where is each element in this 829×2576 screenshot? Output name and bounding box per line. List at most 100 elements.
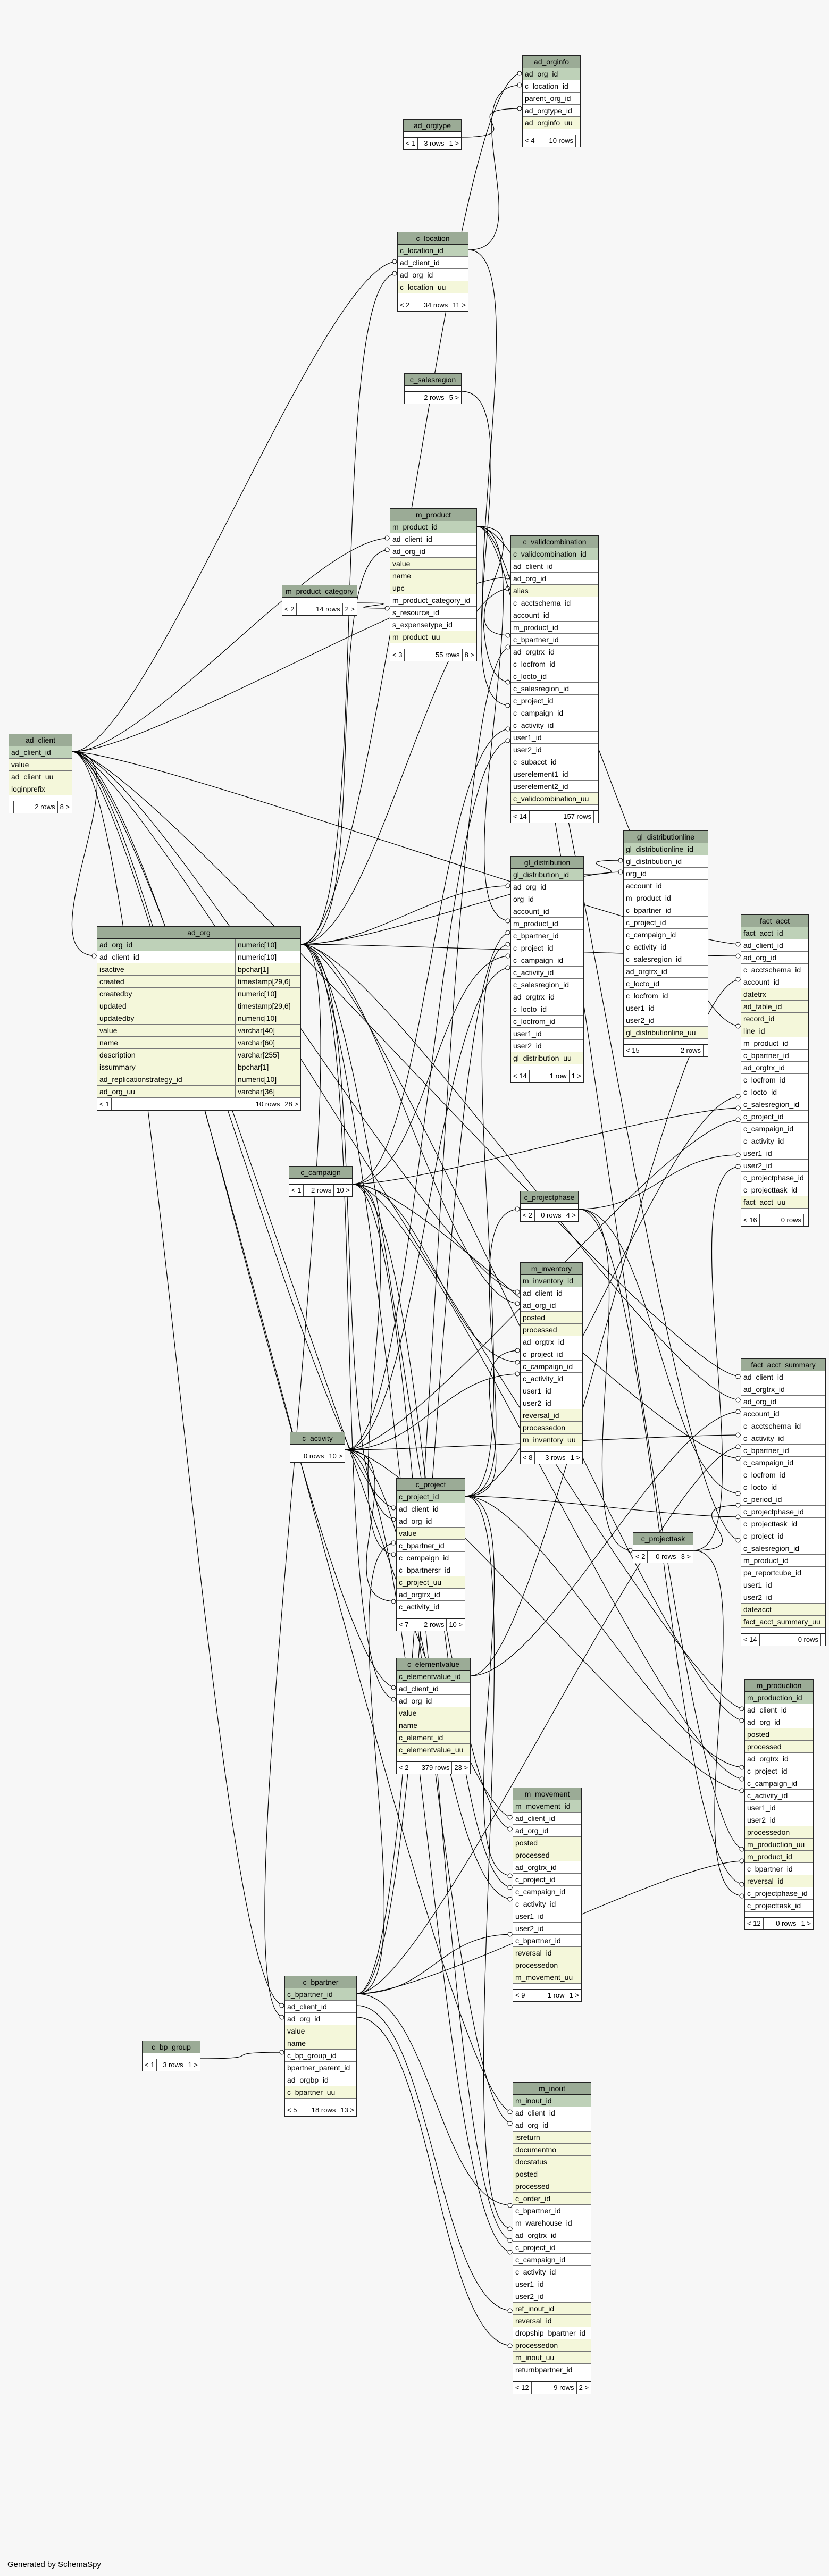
column-c-project-id: c_project_id [511,942,583,954]
column-name: updated [97,1000,236,1012]
relation-end-marker [515,1289,520,1295]
column-name: name [397,1719,470,1732]
table-title: m_inout [513,2083,591,2095]
parents-count: < 5 [285,2104,300,2116]
relation-m-inout-to-c-project [465,1496,513,2229]
relation-fact-acct-summary-to-c-bpartner [356,1446,741,1994]
column-c-campaign-id: c_campaign_id [511,707,598,719]
column-value: value [397,1707,470,1719]
relation-end-marker [515,1301,520,1306]
relation-c-validcombination-to-c-salesregion [461,391,511,706]
column-c-bpartnersr-id: c_bpartnersr_id [397,1564,465,1576]
column-ad-client-id: ad_client_id [511,560,598,573]
parents-count: < 2 [633,1551,648,1563]
column-returnbpartner-id: returnbpartner_id [513,2364,591,2376]
column-alias: alias [511,585,598,597]
row-count: 2 rows [409,392,447,404]
column-name: description [97,1049,236,1061]
column-c-project-id: c_project_id [745,1765,813,1777]
table-title: c_project [397,1479,465,1491]
relation-c-project-to-c-campaign [352,1184,397,1555]
column-type: varchar[255] [238,1051,279,1059]
table-spacer [282,598,357,603]
column-c-bpartner-id: c_bpartner_id [397,1540,465,1552]
column-s-expensetype-id: s_expensetype_id [390,619,476,631]
column-ad-client-id: ad_client_id [397,1683,470,1695]
column-account-id: account_id [741,1408,825,1420]
column-c-locfrom-id: c_locfrom_id [624,990,708,1002]
relation-gl-distribution-to-c-campaign [352,955,511,1185]
column-m-product-id: m_product_id [511,622,598,634]
parents-count: < 1 [97,1098,112,1110]
column-ad-org-id: ad_org_id [285,2013,356,2025]
children-count: 8 > [60,803,70,811]
parents-count: < 12 [513,2382,532,2394]
relation-fact-acct-to-c-elementvalue [470,979,741,1676]
table-spacer [404,132,461,137]
column-type: timestamp[29,6] [238,1002,291,1010]
relation-m-inout-to-c-activity [345,1449,513,2253]
column-ad-org-id: ad_org_id [741,1396,825,1408]
relation-end-marker [391,1685,396,1690]
children-count: 5 > [449,393,459,401]
column-c-salesregion-id: c_salesregion_id [624,953,708,966]
table-title: c_bpartner [285,1976,356,1988]
relation-end-marker [735,1444,741,1449]
column-reversal-id: reversal_id [513,2315,591,2327]
table-title: c_campaign [289,1167,352,1179]
relation-fact-acct-summary-to-c-projectphase [578,1209,741,1494]
column-ad-org-id: ad_org_id [513,1825,581,1837]
children-count: 10 > [329,1452,342,1460]
relation-gl-distribution-to-c-bpartner [356,932,511,1994]
relation-c-elementvalue-to-ad-client [72,751,397,1688]
table-title: m_production [745,1680,813,1692]
relation-m-product-to-ad-org [300,549,390,945]
row-count: 14 rows [297,603,343,615]
column-c-locto-id: c_locto_id [741,1481,825,1493]
column-c-bpartner-id: c_bpartner_id [511,634,598,646]
column-c-locfrom-id: c_locfrom_id [741,1074,808,1086]
column-processed: processed [513,1849,581,1861]
column-c-campaign-id: c_campaign_id [745,1777,813,1790]
column-c-activity-id: c_activity_id [513,2266,591,2278]
table-spacer [511,1064,583,1070]
relation-c-project-to-ad-client [72,751,397,1508]
table-spacer [405,386,461,391]
column-c-campaign-id: c_campaign_id [513,2254,591,2266]
row-count: 0 rows [535,1210,564,1221]
relation-c-projecttask-to-c-projectphase [578,1209,633,1551]
row-count: 2 rows [642,1045,704,1056]
column-name: value [97,1025,236,1036]
column-c-campaign-id: c_campaign_id [624,929,708,941]
relation-m-inout-to-c-bpartner [356,2005,513,2311]
column-c-projecttask-id: c_projecttask_id [741,1184,808,1196]
